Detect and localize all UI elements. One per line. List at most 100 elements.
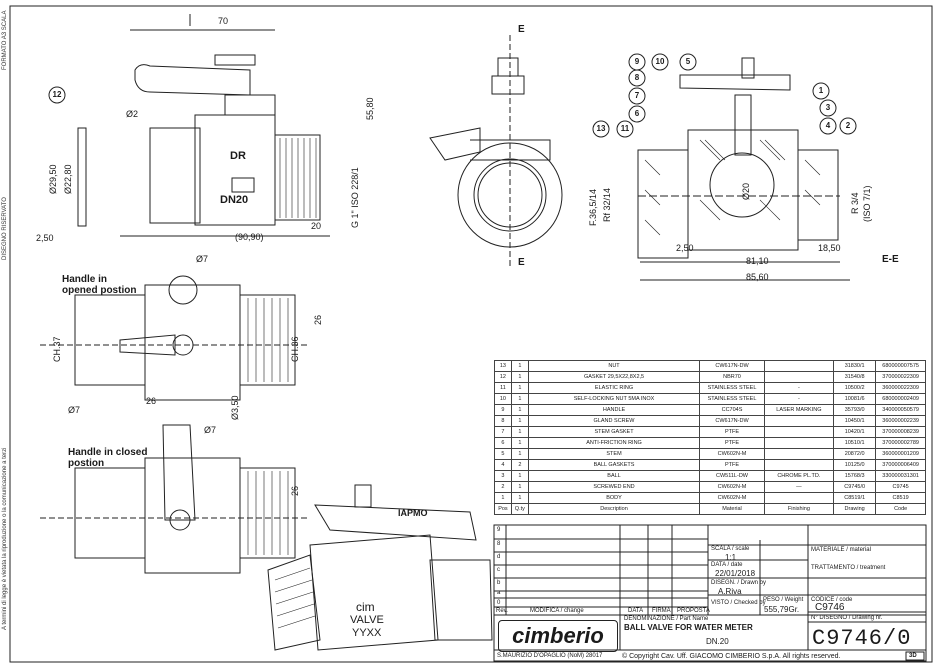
- part-name: BALL VALVE FOR WATER METER: [624, 623, 753, 632]
- bom-cell-fin: LASER MARKING: [763, 404, 834, 416]
- bom-cell-fin: [763, 360, 834, 372]
- bom-cell-pos: 8: [494, 415, 512, 427]
- bom-cell-mat: STAINLESS STEEL: [699, 382, 765, 394]
- bom-cell-code: 370000022309: [875, 371, 926, 383]
- bom-cell-pos: 10: [494, 393, 512, 405]
- bom-cell-pos: 9: [494, 404, 512, 416]
- bom-cell-draw: 10450/1: [832, 415, 877, 427]
- handle-closed-drawing: [40, 424, 310, 574]
- dim-18-50: 18,50: [818, 243, 841, 253]
- bom-cell-qty: 1: [510, 426, 529, 438]
- balloon-number: 7: [634, 91, 640, 100]
- code-value: C9746: [815, 602, 845, 613]
- bom-cell-desc: GLAND SCREW: [527, 415, 701, 427]
- dim-55-80: 55,80: [365, 97, 375, 120]
- bom-cell-qty: 1: [510, 371, 529, 383]
- bom-cell-desc: NUT: [527, 360, 701, 372]
- bom-cell-draw: 31830/1: [832, 360, 877, 372]
- drawing-number: C9746/0: [812, 626, 912, 651]
- date-value: 22/01/2018: [715, 569, 756, 578]
- bom-cell-desc: ELASTIC RING: [527, 382, 701, 394]
- bom-cell-pos: 1: [494, 492, 512, 504]
- dim-22-80: Ø22,80: [63, 164, 73, 194]
- bom-cell-fin: [763, 492, 834, 504]
- bom-cell-code: 330000031301: [875, 470, 926, 482]
- balloon-number: 6: [634, 109, 640, 118]
- dim-2-50-left: 2,50: [36, 233, 54, 243]
- bom-cell-draw: 10081/6: [832, 393, 877, 405]
- bom-cell-desc: SELF-LOCKING NUT 5MA INOX: [527, 393, 701, 405]
- dim-d2: Ø2: [126, 109, 139, 119]
- bom-cell-pos: 12: [494, 371, 512, 383]
- balloon-number: 11: [620, 124, 630, 133]
- bom-cell-pos: 3: [494, 470, 512, 482]
- weight-label: PESO / Weight: [763, 597, 804, 603]
- balloon-number: 9: [634, 57, 640, 66]
- section-label: E-E: [882, 254, 899, 265]
- bom-cell-pos: 5: [494, 448, 512, 460]
- bom-cell-qty: 1: [510, 360, 529, 372]
- bom-cell-mat: PTFE: [699, 426, 765, 438]
- mark-yyxx: YYXX: [352, 627, 382, 639]
- handle-opened-drawing: [40, 275, 310, 401]
- dim-85-60: 85,60: [746, 272, 769, 282]
- date-label: DATA / date: [711, 562, 743, 568]
- bom-cell-code: 360000022309: [875, 382, 926, 394]
- dim-rf: Rf 32/14: [602, 187, 612, 222]
- bom-cell-qty: 2: [510, 459, 529, 471]
- bom-cell-pos: 4: [494, 459, 512, 471]
- dim-f36: F.36,5/14: [588, 188, 598, 226]
- dim-iso: (ISO 7/1): [862, 185, 872, 222]
- bom-cell-desc: STEM: [527, 448, 701, 460]
- copyright: © Copyright Cav. Uff. GIACOMO CIMBERIO S…: [622, 653, 841, 660]
- bom-cell-pos: 11: [494, 382, 512, 394]
- balloon-number: 4: [825, 121, 831, 130]
- dim-26b: 26: [146, 396, 157, 406]
- mark-iapmo: IAPMO: [398, 508, 428, 518]
- bom-cell-qty: 1: [510, 448, 529, 460]
- bom-cell-code: 370000008239: [875, 426, 926, 438]
- bom-cell-draw: 10500/2: [832, 382, 877, 394]
- section-mark-top: E: [518, 24, 525, 35]
- bom-cell-desc: BALL GASKETS: [527, 459, 701, 471]
- bom-cell-mat: CC704S: [699, 404, 765, 416]
- bom-cell-desc: BALL: [527, 470, 701, 482]
- dim-20-ball: Ø20: [741, 182, 751, 200]
- bom-cell-mat: CW617N-DW: [699, 360, 765, 372]
- bom-cell-qty: 1: [510, 404, 529, 416]
- rev-header-sign: FIRMA: [652, 608, 671, 614]
- bom-cell-qty: 1: [510, 470, 529, 482]
- bom-cell-mat: STAINLESS STEEL: [699, 393, 765, 405]
- address: S.MAURIZIO D'OPAGLIO (NoM) 28017: [497, 653, 603, 659]
- bom-cell-pos: 6: [494, 437, 512, 449]
- mark-dn20: DN20: [220, 194, 249, 206]
- dim-81-10: 81,10: [746, 256, 769, 266]
- revision-row-label: 0: [497, 600, 501, 606]
- bom-cell-draw: 10125/0: [832, 459, 877, 471]
- dim-90-90: (90,90): [235, 232, 264, 242]
- bom-cell-mat: CW602N-M: [699, 492, 765, 504]
- dim-26a: 26: [313, 314, 323, 325]
- bom-cell-code: C8519: [875, 492, 926, 504]
- weight-value: 555,79Gr.: [764, 605, 800, 614]
- bom-cell-draw: 35793/0: [832, 404, 877, 416]
- bom-cell-draw: 15768/3: [832, 470, 877, 482]
- bom-cell-qty: 1: [510, 492, 529, 504]
- bom-cell-fin: -: [763, 382, 834, 394]
- legal-note: A termini di legge è vietata la riproduz…: [2, 447, 8, 630]
- iso-view-drawing: [267, 484, 493, 651]
- bom-cell-desc: GASKET 29,5X22,8X2,5: [527, 371, 701, 383]
- bom-cell-fin: [763, 448, 834, 460]
- front-view-drawing: [77, 14, 330, 237]
- bom-cell-desc: HANDLE: [527, 404, 701, 416]
- balloon-number: 10: [655, 57, 665, 66]
- balloon-number: 12: [52, 90, 62, 99]
- bom-cell-desc: SCREWED END: [527, 481, 701, 493]
- dim-29-50: Ø29,50: [48, 164, 58, 194]
- dim-3-50: Ø3,50: [230, 395, 240, 420]
